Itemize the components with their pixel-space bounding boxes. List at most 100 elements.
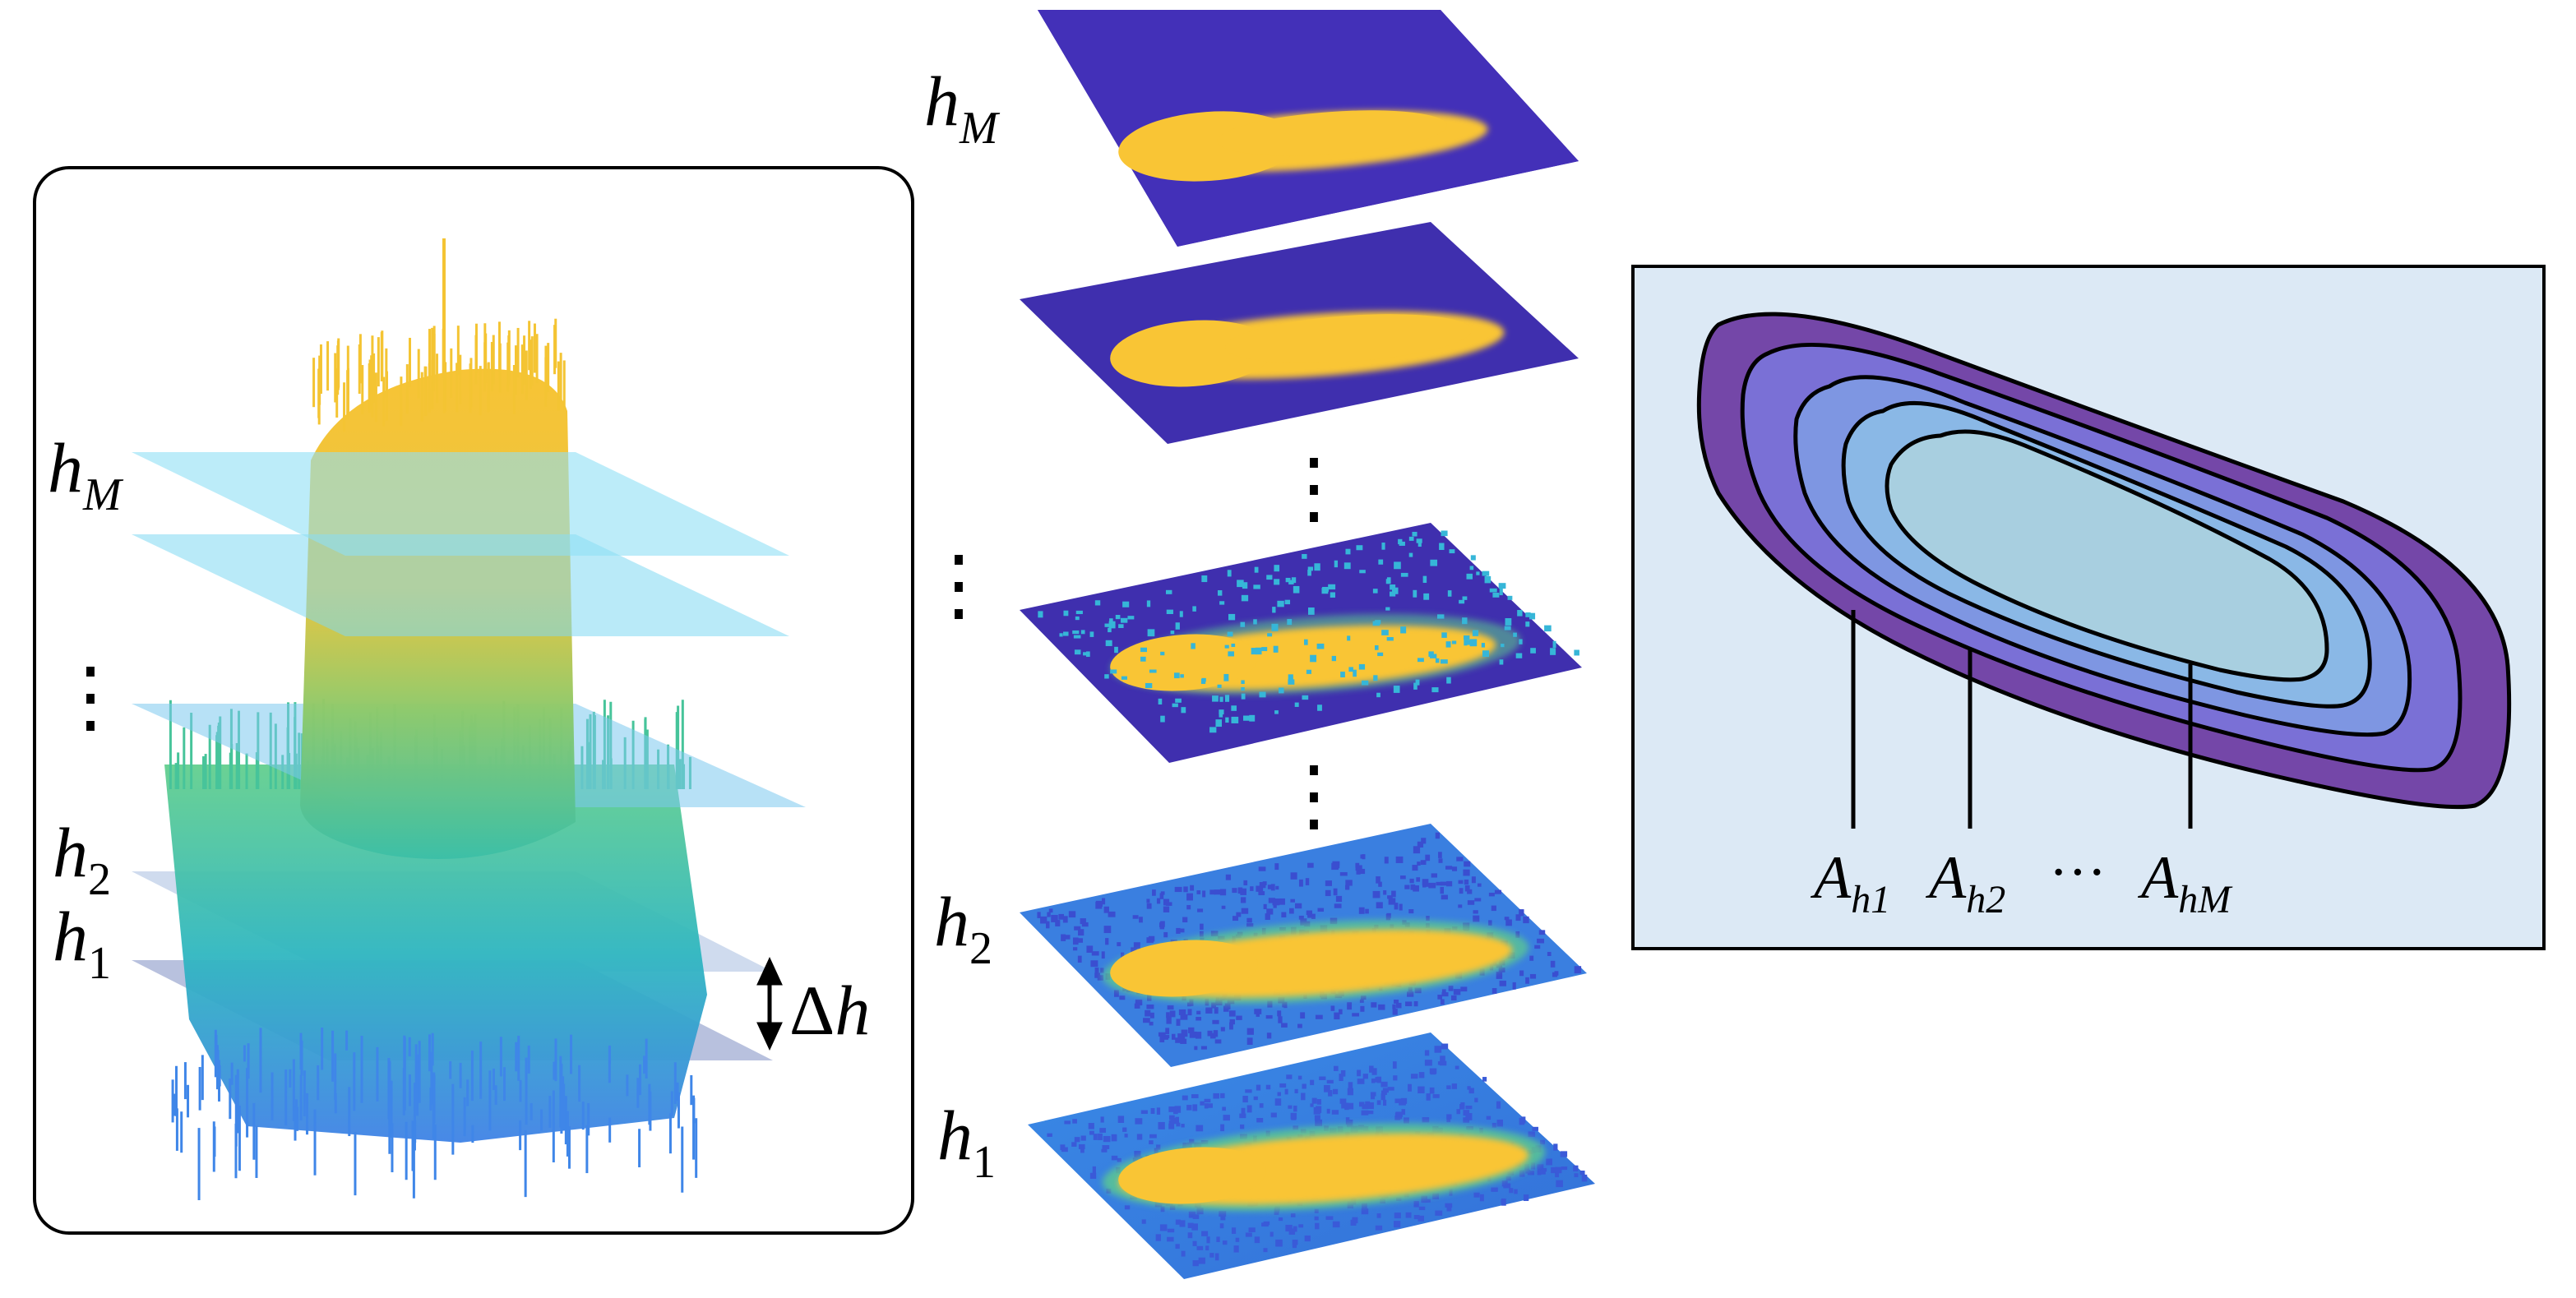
noise-speck (1358, 907, 1365, 914)
noise-speck (1405, 1212, 1412, 1218)
noise-speck (1359, 570, 1366, 574)
noise-speck (1256, 885, 1264, 892)
noise-speck (1241, 687, 1245, 691)
noise-speck (1288, 1228, 1296, 1236)
noise-speck (1146, 898, 1150, 903)
noise-speck (1477, 883, 1482, 887)
noise-speck (1061, 934, 1066, 941)
noise-speck (1177, 928, 1185, 933)
slice-label-h1: h1 (937, 1096, 996, 1188)
right-panel: Ah1 Ah2 ··· AhM (1631, 265, 2546, 950)
noise-speck (1399, 875, 1406, 880)
noise-speck (1277, 600, 1284, 607)
noise-speck (1149, 1012, 1154, 1019)
noise-speck (1424, 1060, 1432, 1066)
noise-speck (1222, 1106, 1226, 1111)
noise-speck (1148, 935, 1155, 942)
noise-speck (1132, 915, 1139, 919)
noise-speck (1517, 610, 1523, 617)
noise-speck (1101, 951, 1105, 959)
surface-spikes (171, 1028, 698, 1200)
noise-speck (1456, 1109, 1461, 1115)
noise-speck (1496, 1101, 1501, 1109)
noise-speck (1275, 1239, 1283, 1247)
noise-speck (1409, 878, 1414, 884)
noise-speck (1080, 630, 1085, 635)
noise-speck (1222, 1240, 1228, 1245)
noise-speck (1233, 1245, 1239, 1253)
noise-speck (1491, 988, 1497, 994)
noise-speck (1091, 951, 1099, 956)
noise-speck (1491, 905, 1496, 912)
noise-speck (1356, 545, 1363, 551)
noise-speck (1077, 955, 1082, 963)
noise-speck (1094, 972, 1100, 978)
noise-speck (1272, 607, 1276, 613)
noise-speck (1486, 1116, 1491, 1120)
noise-speck (1102, 898, 1106, 905)
noise-speck (1525, 621, 1530, 627)
noise-speck (1538, 930, 1546, 935)
noise-speck (1449, 549, 1455, 554)
noise-speck (1196, 1125, 1204, 1132)
noise-speck (1179, 1220, 1186, 1227)
noise-speck (1387, 1087, 1394, 1091)
noise-speck (1574, 649, 1579, 656)
noise-speck (1253, 619, 1257, 625)
noise-speck (1456, 857, 1464, 861)
noise-speck (1293, 1105, 1297, 1112)
noise-speck (1178, 1009, 1186, 1015)
noise-speck (1285, 1224, 1293, 1232)
noise-speck (1488, 920, 1492, 926)
noise-speck (1100, 968, 1104, 973)
noise-speck (1284, 1088, 1288, 1095)
noise-speck (1440, 999, 1445, 1005)
noise-speck (1523, 1194, 1529, 1201)
noise-speck (1451, 866, 1458, 871)
noise-speck (1398, 538, 1403, 545)
noise-speck (1176, 927, 1181, 934)
left-ellipsis: ⋮ (51, 653, 130, 741)
middle-ellipsis-upper: ⋮ (1274, 444, 1353, 532)
noise-speck (1294, 903, 1302, 909)
noise-speck (1268, 898, 1275, 903)
noise-speck (1189, 1139, 1195, 1144)
noise-speck (1277, 1010, 1282, 1017)
noise-speck (1412, 531, 1417, 537)
noise-speck (1440, 886, 1444, 894)
noise-speck (1183, 886, 1188, 893)
noise-speck (1160, 1206, 1165, 1213)
noise-speck (1060, 1144, 1066, 1151)
noise-speck (1210, 931, 1219, 937)
noise-speck (1482, 570, 1490, 576)
noise-speck (1290, 1213, 1296, 1217)
noise-speck (1501, 1199, 1506, 1204)
noise-speck (1104, 623, 1110, 627)
noise-speck (1047, 912, 1051, 917)
noise-speck (1375, 1077, 1381, 1083)
noise-speck (1182, 1095, 1188, 1101)
noise-speck (1231, 705, 1237, 711)
noise-speck (1274, 863, 1279, 871)
noise-speck (1103, 906, 1109, 913)
noise-speck (1046, 921, 1050, 929)
noise-speck (1194, 1046, 1198, 1051)
noise-speck (1407, 991, 1414, 997)
noise-speck (1265, 1014, 1273, 1019)
slice-label-hM: hM (924, 62, 1001, 154)
noise-speck (1245, 1089, 1252, 1093)
noise-speck (1267, 1000, 1273, 1008)
noise-speck (1102, 1145, 1110, 1149)
noise-speck (1482, 650, 1489, 658)
slice-noise (1038, 530, 1579, 733)
noise-speck (1155, 1234, 1162, 1241)
noise-speck (1413, 1000, 1418, 1007)
noise-speck (1214, 1039, 1222, 1044)
noise-speck (1386, 637, 1394, 641)
noise-speck (1499, 980, 1506, 986)
noise-speck (1246, 917, 1252, 923)
left-label-h1: h1 (53, 897, 111, 989)
noise-speck (1496, 1120, 1504, 1127)
noise-speck (1381, 1090, 1387, 1096)
noise-speck (1491, 1122, 1496, 1128)
